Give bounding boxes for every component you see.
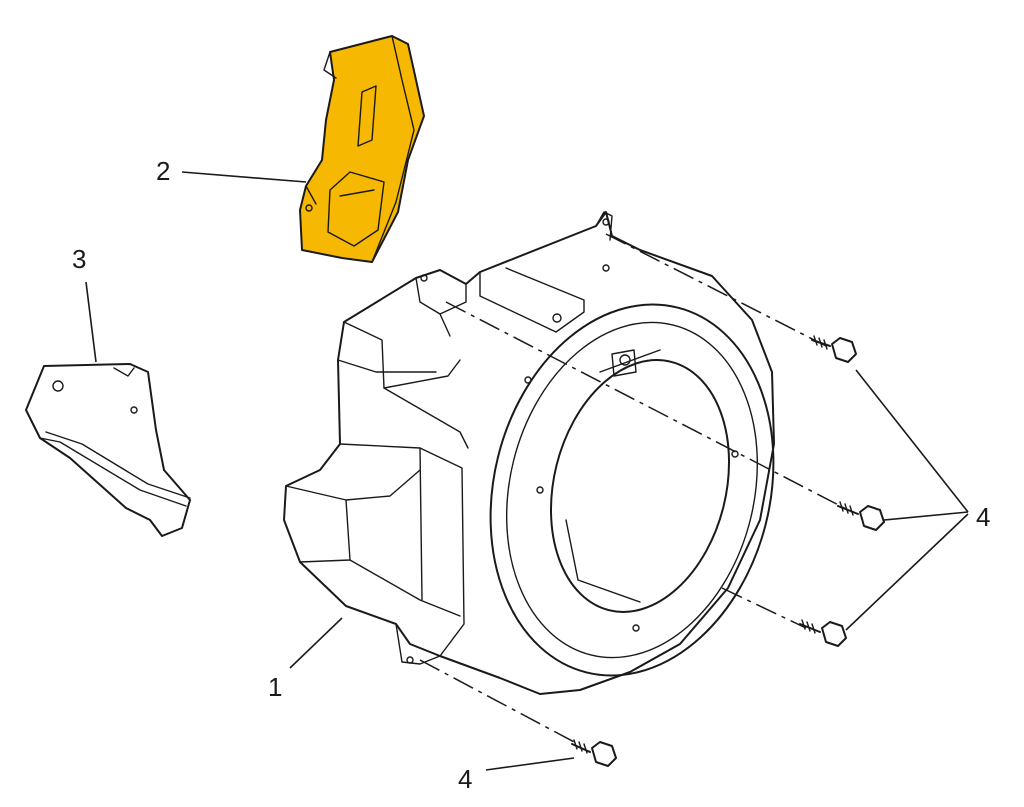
callout-1: 1 <box>268 672 282 702</box>
callout-3: 3 <box>72 244 86 274</box>
callout-4-bottom: 4 <box>458 764 472 794</box>
callout-2: 2 <box>156 156 170 186</box>
callout-4-right: 4 <box>976 502 990 532</box>
part-4-bolt-lower-right[interactable] <box>799 619 847 647</box>
leader-lines <box>85 171 969 771</box>
part-4-bolt-middle-right[interactable] <box>837 501 885 531</box>
part-4-bolt-bottom[interactable] <box>571 739 617 767</box>
part-4-bolt-top-right[interactable] <box>811 335 857 363</box>
part-1-blower-housing[interactable] <box>283 211 811 706</box>
assembly-lines <box>419 233 853 745</box>
part-3-bracket[interactable] <box>25 363 191 537</box>
part-2-guard-plate[interactable] <box>299 35 425 263</box>
